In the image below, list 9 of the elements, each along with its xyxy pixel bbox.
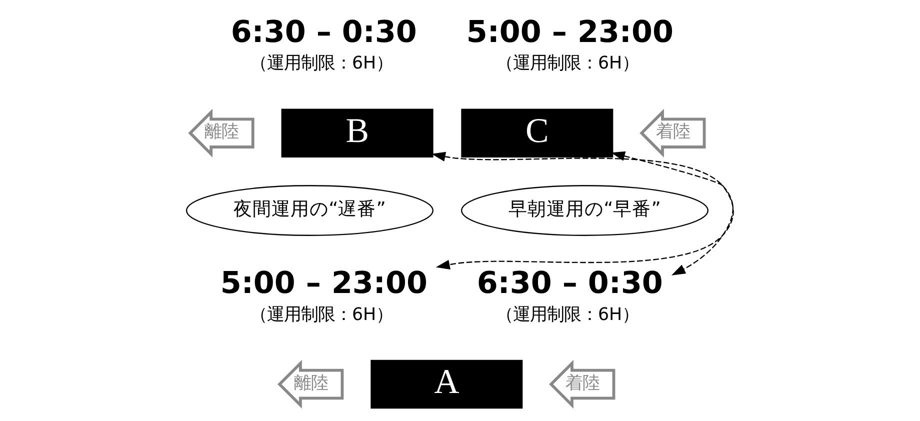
node-text: 5:00 – 23:00 （運用制限：6H） (220, 266, 428, 325)
node-box: C (461, 108, 614, 158)
node-ellipse: 夜間運用の“遅番” (186, 185, 434, 236)
node-ellipse: 早朝運用の“早番” (461, 185, 708, 236)
node-text: 5:00 – 23:00 （運用制限：6H） (466, 14, 674, 74)
node-text: 6:30 – 0:30 （運用制限：6H） (476, 266, 663, 325)
node-box: B (281, 108, 434, 158)
node-text: 6:30 – 0:30 （運用制限：6H） (230, 14, 417, 74)
node-box: A (370, 360, 523, 409)
